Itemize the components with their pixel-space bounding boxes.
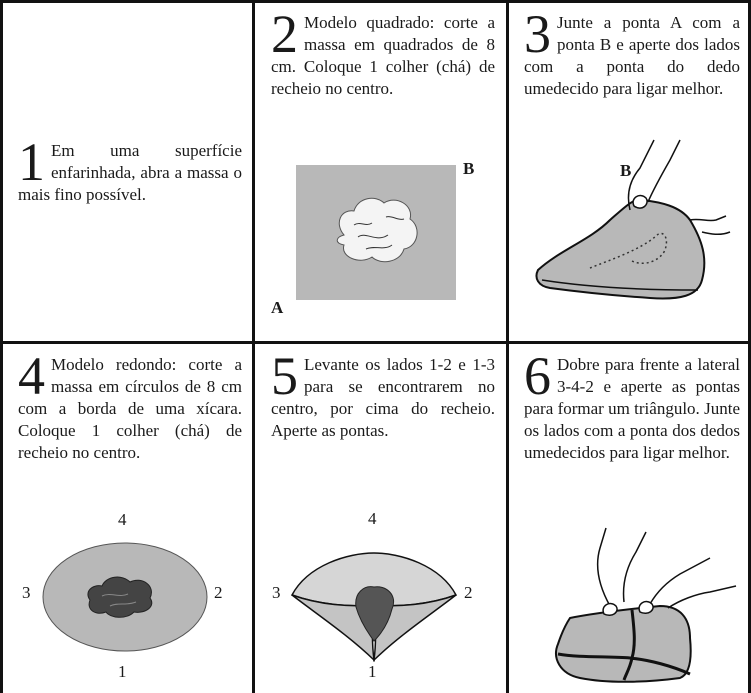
pressed-seam	[589, 232, 668, 269]
step-4-number: 4	[18, 354, 45, 406]
step-6-cell: 6 Dobre para frente a lateral 3-4-2 e ap…	[524, 354, 740, 464]
folded-round-illustration	[290, 552, 458, 663]
fold-label-bottom: 1	[368, 662, 377, 681]
step-5-cell: 5 Levante os lados 1-2 e 1-3 para se enc…	[271, 354, 495, 442]
round-dough-illustration	[42, 542, 208, 652]
fingertip	[632, 194, 648, 209]
step-4-text: Modelo redondo: corte a massa em círculo…	[18, 355, 242, 462]
step-2-text-block: 2 Modelo quadrado: corte a massa em quad…	[271, 12, 495, 100]
round-filling-texture	[101, 593, 137, 607]
fingertips	[602, 600, 654, 617]
folded-dough	[535, 198, 706, 300]
square-dough-illustration	[296, 165, 456, 300]
step-1-cell: 1 Em uma superfície enfarinhada, abra a …	[18, 140, 242, 206]
fold-label-right: 2	[464, 583, 473, 602]
step-3-number: 3	[524, 12, 551, 64]
folded-corner-illustration	[535, 139, 731, 300]
visible-filling	[355, 586, 394, 642]
corner-label-a: A	[271, 298, 284, 317]
step-6-number: 6	[524, 354, 551, 406]
step-3-text: Junte a ponta A com a ponta B e aperte d…	[524, 13, 740, 98]
round-label-bottom: 1	[118, 662, 127, 681]
step-1-text-block: 1 Em uma superfície enfarinhada, abra a …	[18, 140, 242, 206]
fold-label-top: 4	[368, 509, 377, 528]
step-3-text-block: 3 Junte a ponta A com a ponta B e aperte…	[524, 12, 740, 100]
fold-label-b: B	[620, 161, 632, 180]
shaping-hands	[596, 527, 737, 609]
step-3-cell: 3 Junte a ponta A com a ponta B e aperte…	[524, 12, 740, 100]
round-label-top: 4	[118, 510, 127, 529]
step-6-text: Dobre para frente a lateral 3-4-2 e aper…	[524, 355, 740, 462]
hand-fingers	[627, 139, 731, 236]
grid-top-border	[0, 0, 751, 3]
step-5-text: Levante os lados 1-2 e 1-3 para se encon…	[271, 355, 495, 440]
step-2-number: 2	[271, 12, 298, 64]
round-filling	[87, 576, 153, 618]
step-2-cell: 2 Modelo quadrado: corte a massa em quad…	[271, 12, 495, 100]
corner-label-b: B	[463, 159, 475, 178]
triangle-seam	[557, 609, 691, 681]
filling-texture	[353, 216, 405, 250]
step-5-text-block: 5 Levante os lados 1-2 e 1-3 para se enc…	[271, 354, 495, 442]
round-label-left: 3	[22, 583, 31, 602]
step-1-text: Em uma superfície enfarinhada, abra a ma…	[18, 141, 242, 204]
step-5-number: 5	[271, 354, 298, 406]
step-4-text-block: 4 Modelo redondo: corte a massa em círcu…	[18, 354, 242, 464]
dough-layer-edge	[541, 279, 699, 291]
grid-divider-2	[506, 0, 509, 693]
step-2-text: Modelo quadrado: corte a massa em quadra…	[271, 13, 495, 98]
grid-divider-1	[252, 0, 255, 693]
triangle-shaping-illustration	[555, 527, 737, 683]
round-label-right: 2	[214, 583, 223, 602]
grid-middle-border	[0, 341, 751, 344]
filling-blob	[336, 197, 418, 263]
fold-label-left: 3	[272, 583, 281, 602]
grid-left-border	[0, 0, 3, 693]
step-4-cell: 4 Modelo redondo: corte a massa em círcu…	[18, 354, 242, 464]
step-1-number: 1	[18, 140, 45, 192]
step-6-text-block: 6 Dobre para frente a lateral 3-4-2 e ap…	[524, 354, 740, 464]
grid-right-border	[748, 0, 751, 693]
triangle-dough	[555, 604, 692, 683]
